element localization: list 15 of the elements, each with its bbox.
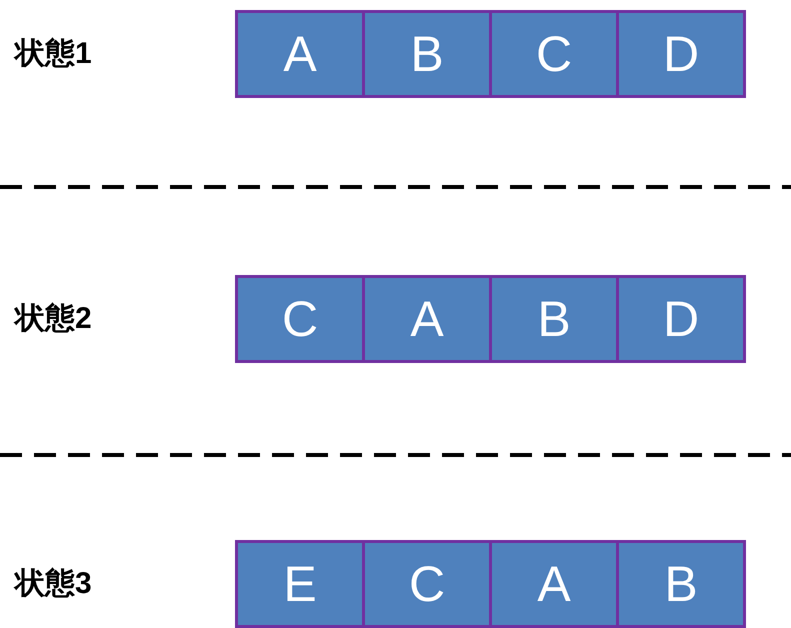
state-label: 状態3 bbox=[15, 569, 92, 599]
letter-cell: B bbox=[362, 10, 492, 98]
letter-cell: C bbox=[362, 540, 492, 628]
letter-cell: E bbox=[235, 540, 365, 628]
letter-cell: D bbox=[616, 275, 746, 363]
letter-cell: A bbox=[489, 540, 619, 628]
letter-cell: D bbox=[616, 10, 746, 98]
state-label: 状態1 bbox=[15, 39, 92, 69]
letter-cell: C bbox=[235, 275, 365, 363]
letter-cell: A bbox=[235, 10, 365, 98]
letter-cell: B bbox=[489, 275, 619, 363]
letter-cell: C bbox=[489, 10, 619, 98]
letter-cell: A bbox=[362, 275, 492, 363]
letter-cell: B bbox=[616, 540, 746, 628]
state-label: 状態2 bbox=[15, 304, 92, 334]
